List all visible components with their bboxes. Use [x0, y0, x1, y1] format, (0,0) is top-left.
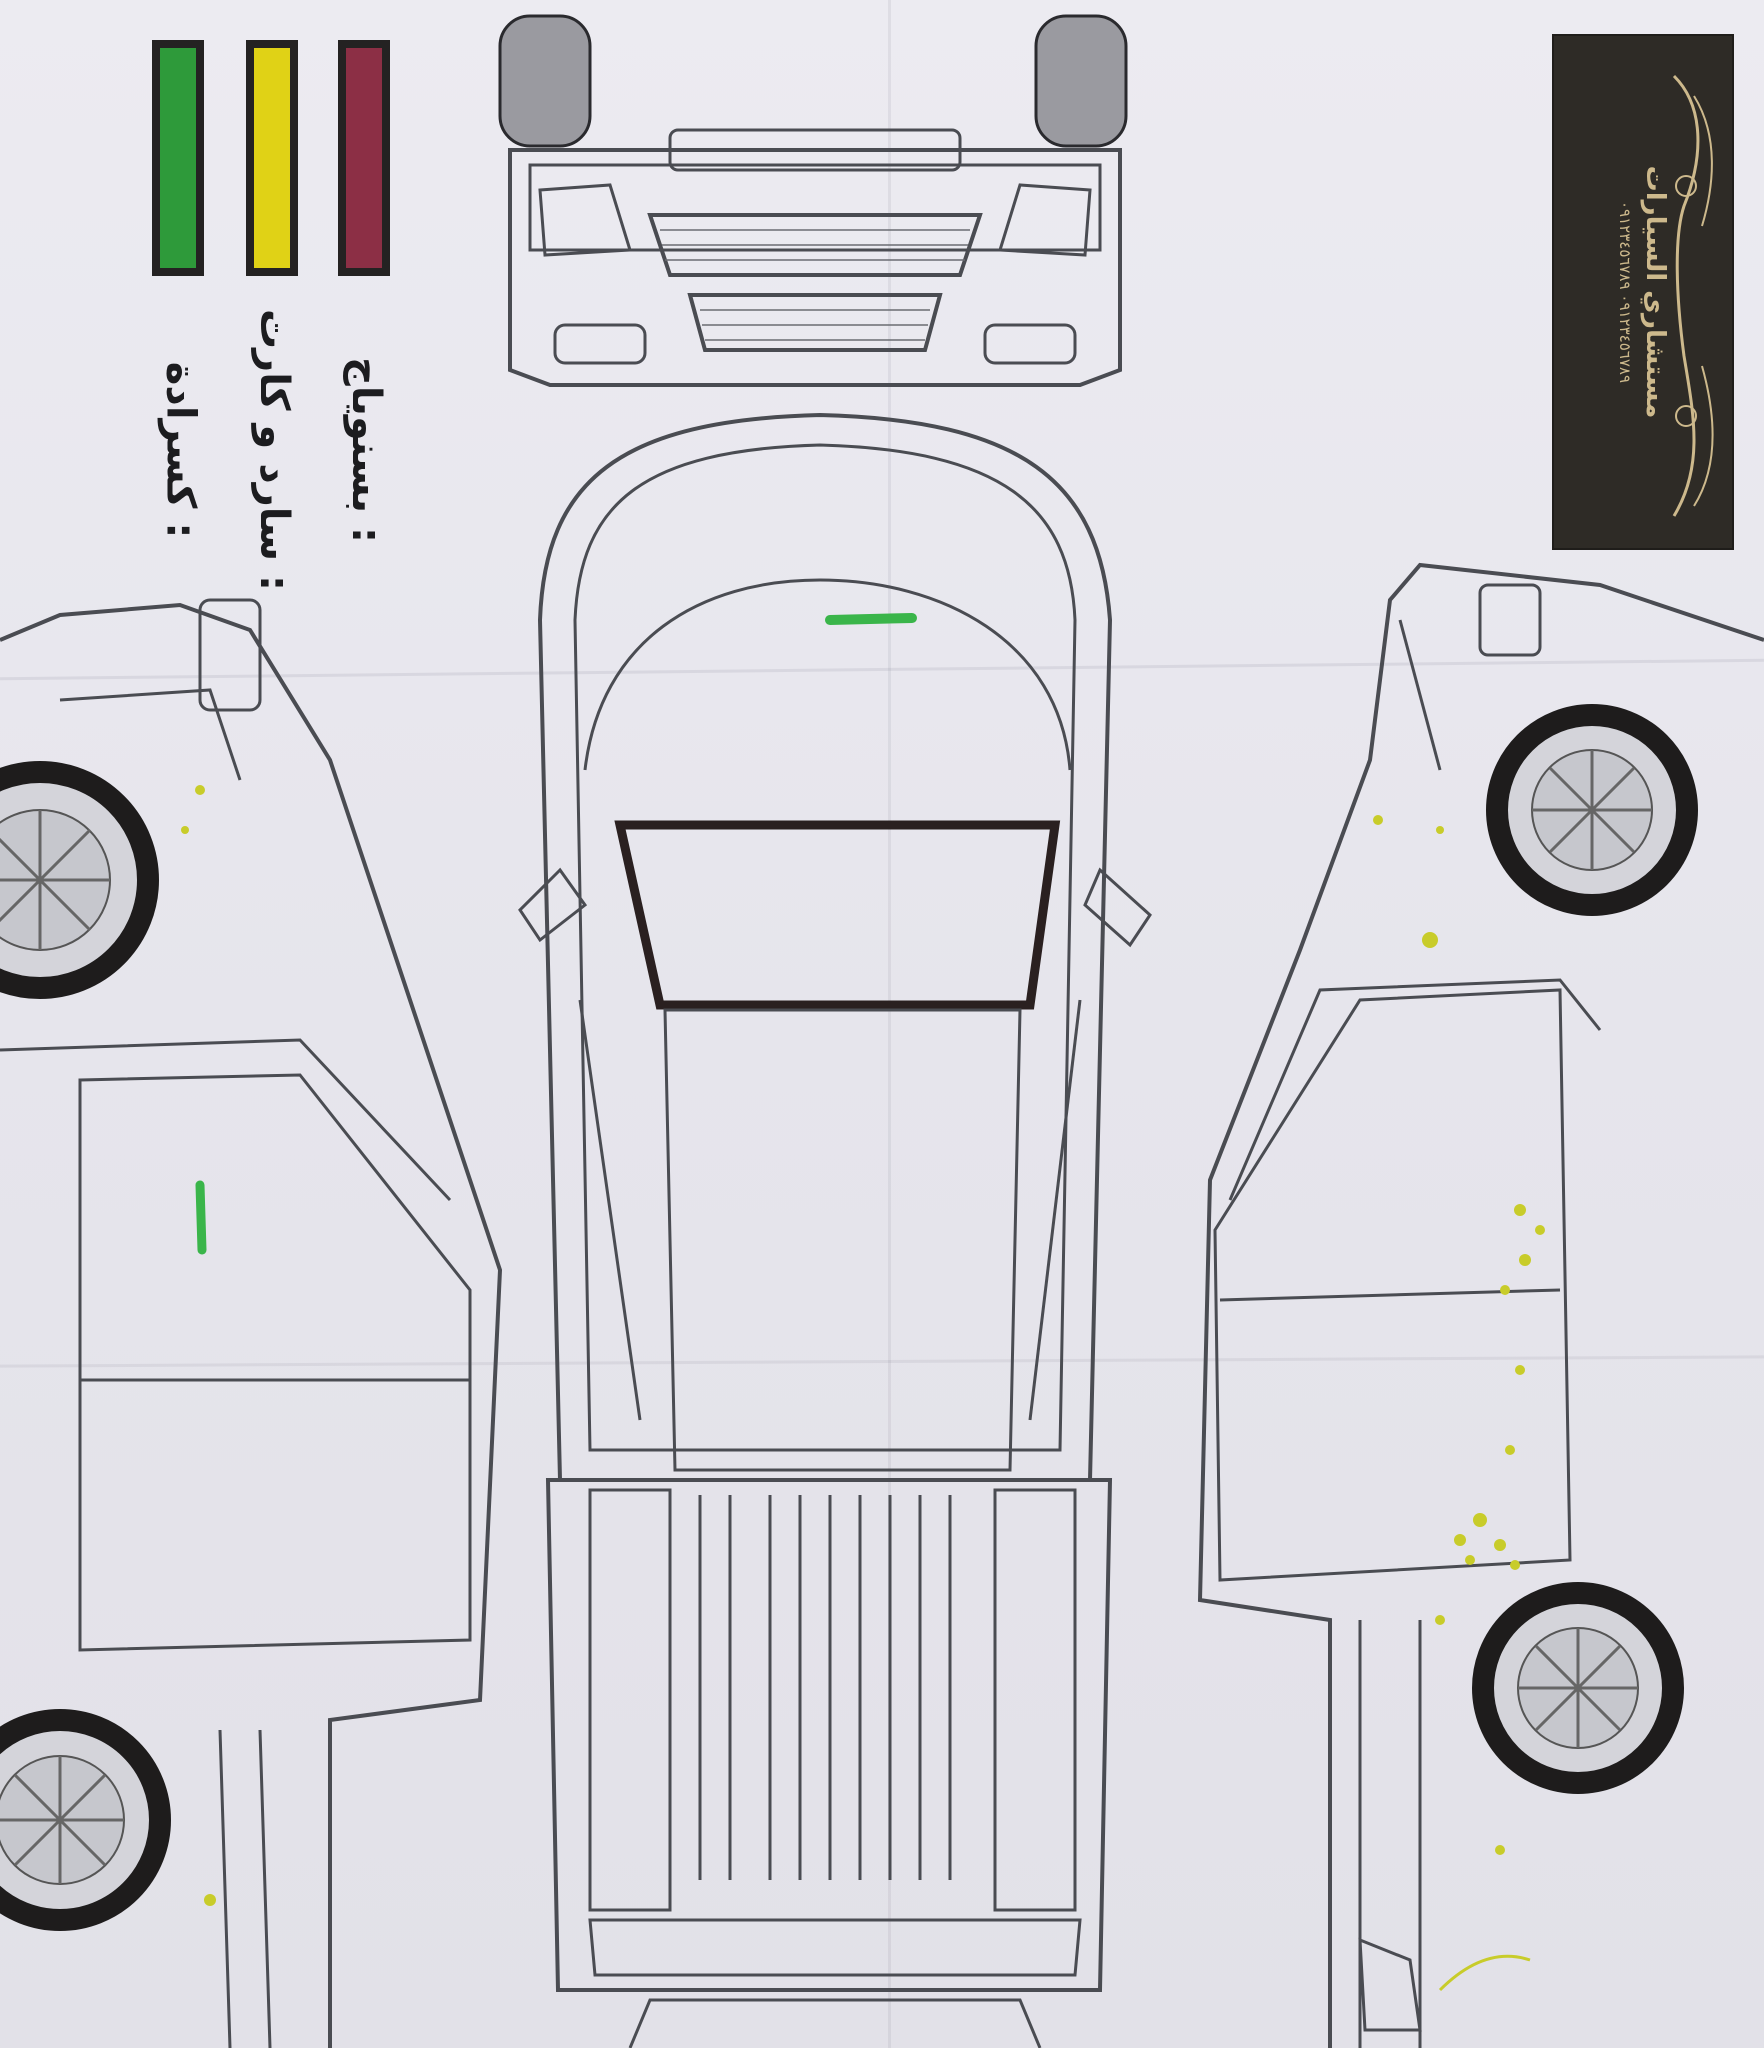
legend-swatch-red [338, 40, 390, 276]
top-view [518, 412, 1152, 2048]
car-silhouette-logo-icon [1672, 74, 1714, 517]
mark-green-left-door [195, 1180, 207, 1255]
mark-green-hood [825, 613, 917, 625]
front-view [498, 14, 1128, 387]
right-front-wheel-icon [1486, 704, 1698, 916]
left-front-wheel-icon [0, 761, 159, 999]
left-side-view [0, 598, 503, 2048]
right-rear-wheel-icon [1472, 1582, 1684, 1794]
paper-fold-vertical [888, 0, 891, 2048]
legend-swatch-green [152, 40, 204, 276]
front-grille-mesh [660, 229, 970, 341]
legend-swatch-yellow [246, 40, 298, 276]
mark-yellow-spots [181, 785, 1545, 1992]
company-logo: مستشاري السيارات ٠٩١٢٣٤٥٦٧٨٩ ٠٩١٢٣٤٥٦٧٨٩ [1552, 34, 1734, 550]
left-rear-wheel-icon [0, 1709, 171, 1931]
